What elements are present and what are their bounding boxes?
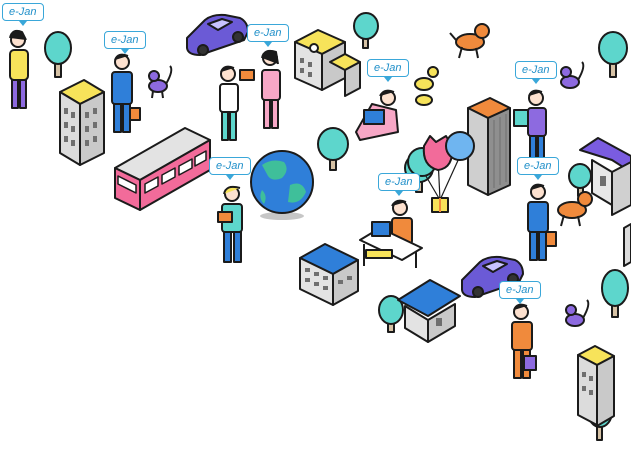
- house-icon: [579, 137, 631, 216]
- cat-icon: [148, 65, 173, 99]
- tree-icon: [317, 127, 349, 171]
- tree-icon: [568, 163, 592, 197]
- train-icon: [114, 127, 211, 211]
- speech-tag: e-Jan: [499, 280, 541, 304]
- office-building-icon: [59, 79, 105, 166]
- person-icon: [359, 199, 423, 268]
- tree-icon: [44, 31, 72, 78]
- speech-tag-label: e-Jan: [367, 59, 409, 77]
- office-building-icon: [577, 345, 615, 427]
- cat-icon: [565, 299, 590, 327]
- speech-tag: e-Jan: [209, 156, 251, 180]
- building-edge-icon: [623, 223, 631, 267]
- person-icon: [9, 29, 29, 109]
- speech-tag: e-Jan: [247, 23, 289, 47]
- dog-icon: [449, 23, 490, 59]
- person-icon: [111, 53, 141, 133]
- cat-icon: [560, 61, 585, 89]
- speech-tag-label: e-Jan: [247, 24, 289, 42]
- tree-icon: [601, 269, 629, 318]
- house-icon: [397, 279, 461, 343]
- speech-tag-label: e-Jan: [515, 61, 557, 79]
- speech-tag: e-Jan: [515, 60, 557, 84]
- speech-tag-label: e-Jan: [2, 3, 44, 21]
- speech-tag: e-Jan: [104, 30, 146, 54]
- person-icon: [527, 183, 557, 261]
- person-icon: [511, 303, 537, 379]
- dog-icon: [557, 191, 593, 227]
- tree-icon: [378, 295, 404, 333]
- speech-tag: e-Jan: [517, 156, 559, 180]
- person-icon: [261, 49, 281, 129]
- person-icon: [355, 89, 399, 141]
- person-icon: [217, 185, 243, 263]
- tower-building-icon: [467, 97, 511, 196]
- speech-tag: e-Jan: [367, 58, 409, 82]
- person-icon: [513, 89, 547, 163]
- school-building-icon: [294, 29, 361, 97]
- speech-tag-label: e-Jan: [378, 173, 420, 191]
- tree-icon: [598, 31, 628, 78]
- speech-tag-label: e-Jan: [209, 157, 251, 175]
- speech-tag-label: e-Jan: [517, 157, 559, 175]
- speech-tag: e-Jan: [2, 2, 44, 26]
- globe-icon: [250, 150, 314, 220]
- speech-tag: e-Jan: [378, 172, 420, 196]
- speech-tag-label: e-Jan: [104, 31, 146, 49]
- speech-tag-label: e-Jan: [499, 281, 541, 299]
- apartment-building-icon: [299, 243, 359, 306]
- person-icon: [219, 65, 255, 141]
- balloons-icon: [407, 131, 475, 213]
- car-icon: [186, 13, 249, 56]
- car-icon: [461, 255, 524, 298]
- tree-icon: [353, 12, 379, 49]
- bird-icon: [414, 66, 439, 106]
